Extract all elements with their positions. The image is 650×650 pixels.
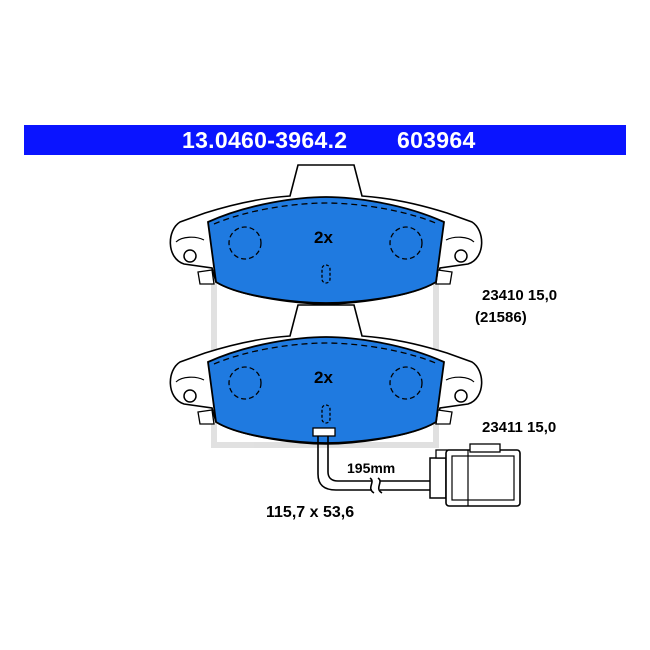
pad-top-spec: 23410 15,0 bbox=[482, 287, 558, 304]
pad-top-sub: (21586) bbox=[475, 309, 527, 326]
pad-bottom-quantity: 2x bbox=[314, 368, 333, 387]
sensor-connector bbox=[429, 443, 521, 507]
pad-top-quantity: 2x bbox=[314, 228, 333, 247]
pad-bottom-spec: 23411 15,0 bbox=[482, 419, 557, 436]
pad-dimensions: 115,7 x 53,6 bbox=[266, 504, 355, 521]
cable-length: 195mm bbox=[347, 460, 396, 476]
part-number: 13.0460-3964.2 bbox=[182, 127, 348, 153]
part-number-banner: 13.0460-3964.2 603964 bbox=[24, 125, 626, 155]
wear-sensor-cable bbox=[312, 427, 430, 494]
reference-number: 603964 bbox=[397, 127, 476, 153]
